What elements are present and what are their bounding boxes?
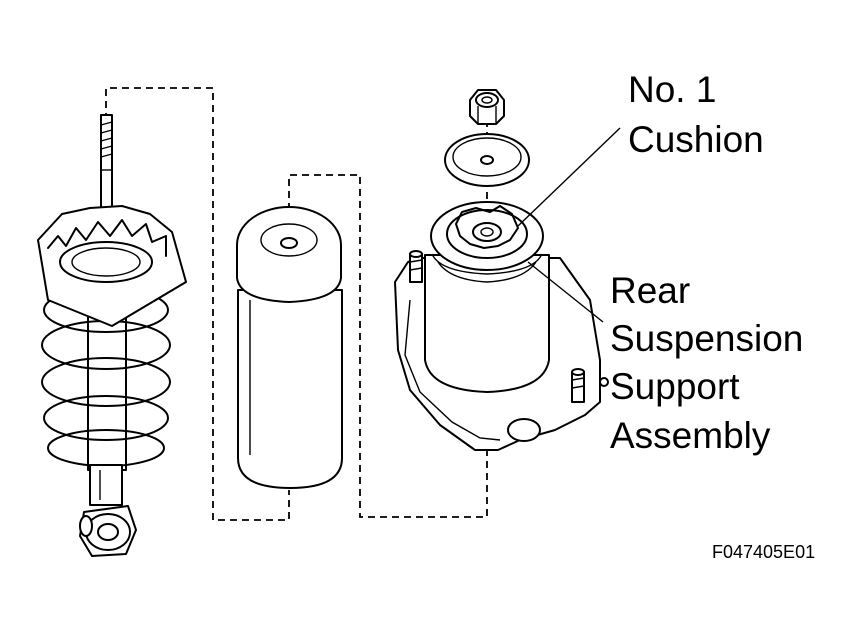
support-label-line2: Suspension <box>610 318 803 359</box>
no1-cushion <box>446 205 528 259</box>
upper-spring-seat <box>37 205 187 327</box>
leader-lines <box>517 127 621 323</box>
lower-eye-mount <box>79 505 137 557</box>
mounting-stud-left <box>409 250 423 283</box>
callout-labels: No. 1 Cushion Rear Suspension Support As… <box>610 69 815 562</box>
support-label-line4: Assembly <box>610 415 771 456</box>
cushion-label-line2: Cushion <box>628 119 764 160</box>
bump-stopper <box>236 206 343 489</box>
upper-washer <box>444 133 530 187</box>
support-label-line1: Rear <box>610 270 690 311</box>
shock-absorber-with-spring <box>37 114 187 557</box>
support-label-line3: Support <box>610 366 740 407</box>
rear-suspension-support-assembly <box>394 201 609 451</box>
cushion-label-line1: No. 1 <box>628 69 716 110</box>
mounting-stud-right <box>571 368 609 403</box>
nut <box>469 89 505 125</box>
figure-code: F047405E01 <box>712 542 815 562</box>
